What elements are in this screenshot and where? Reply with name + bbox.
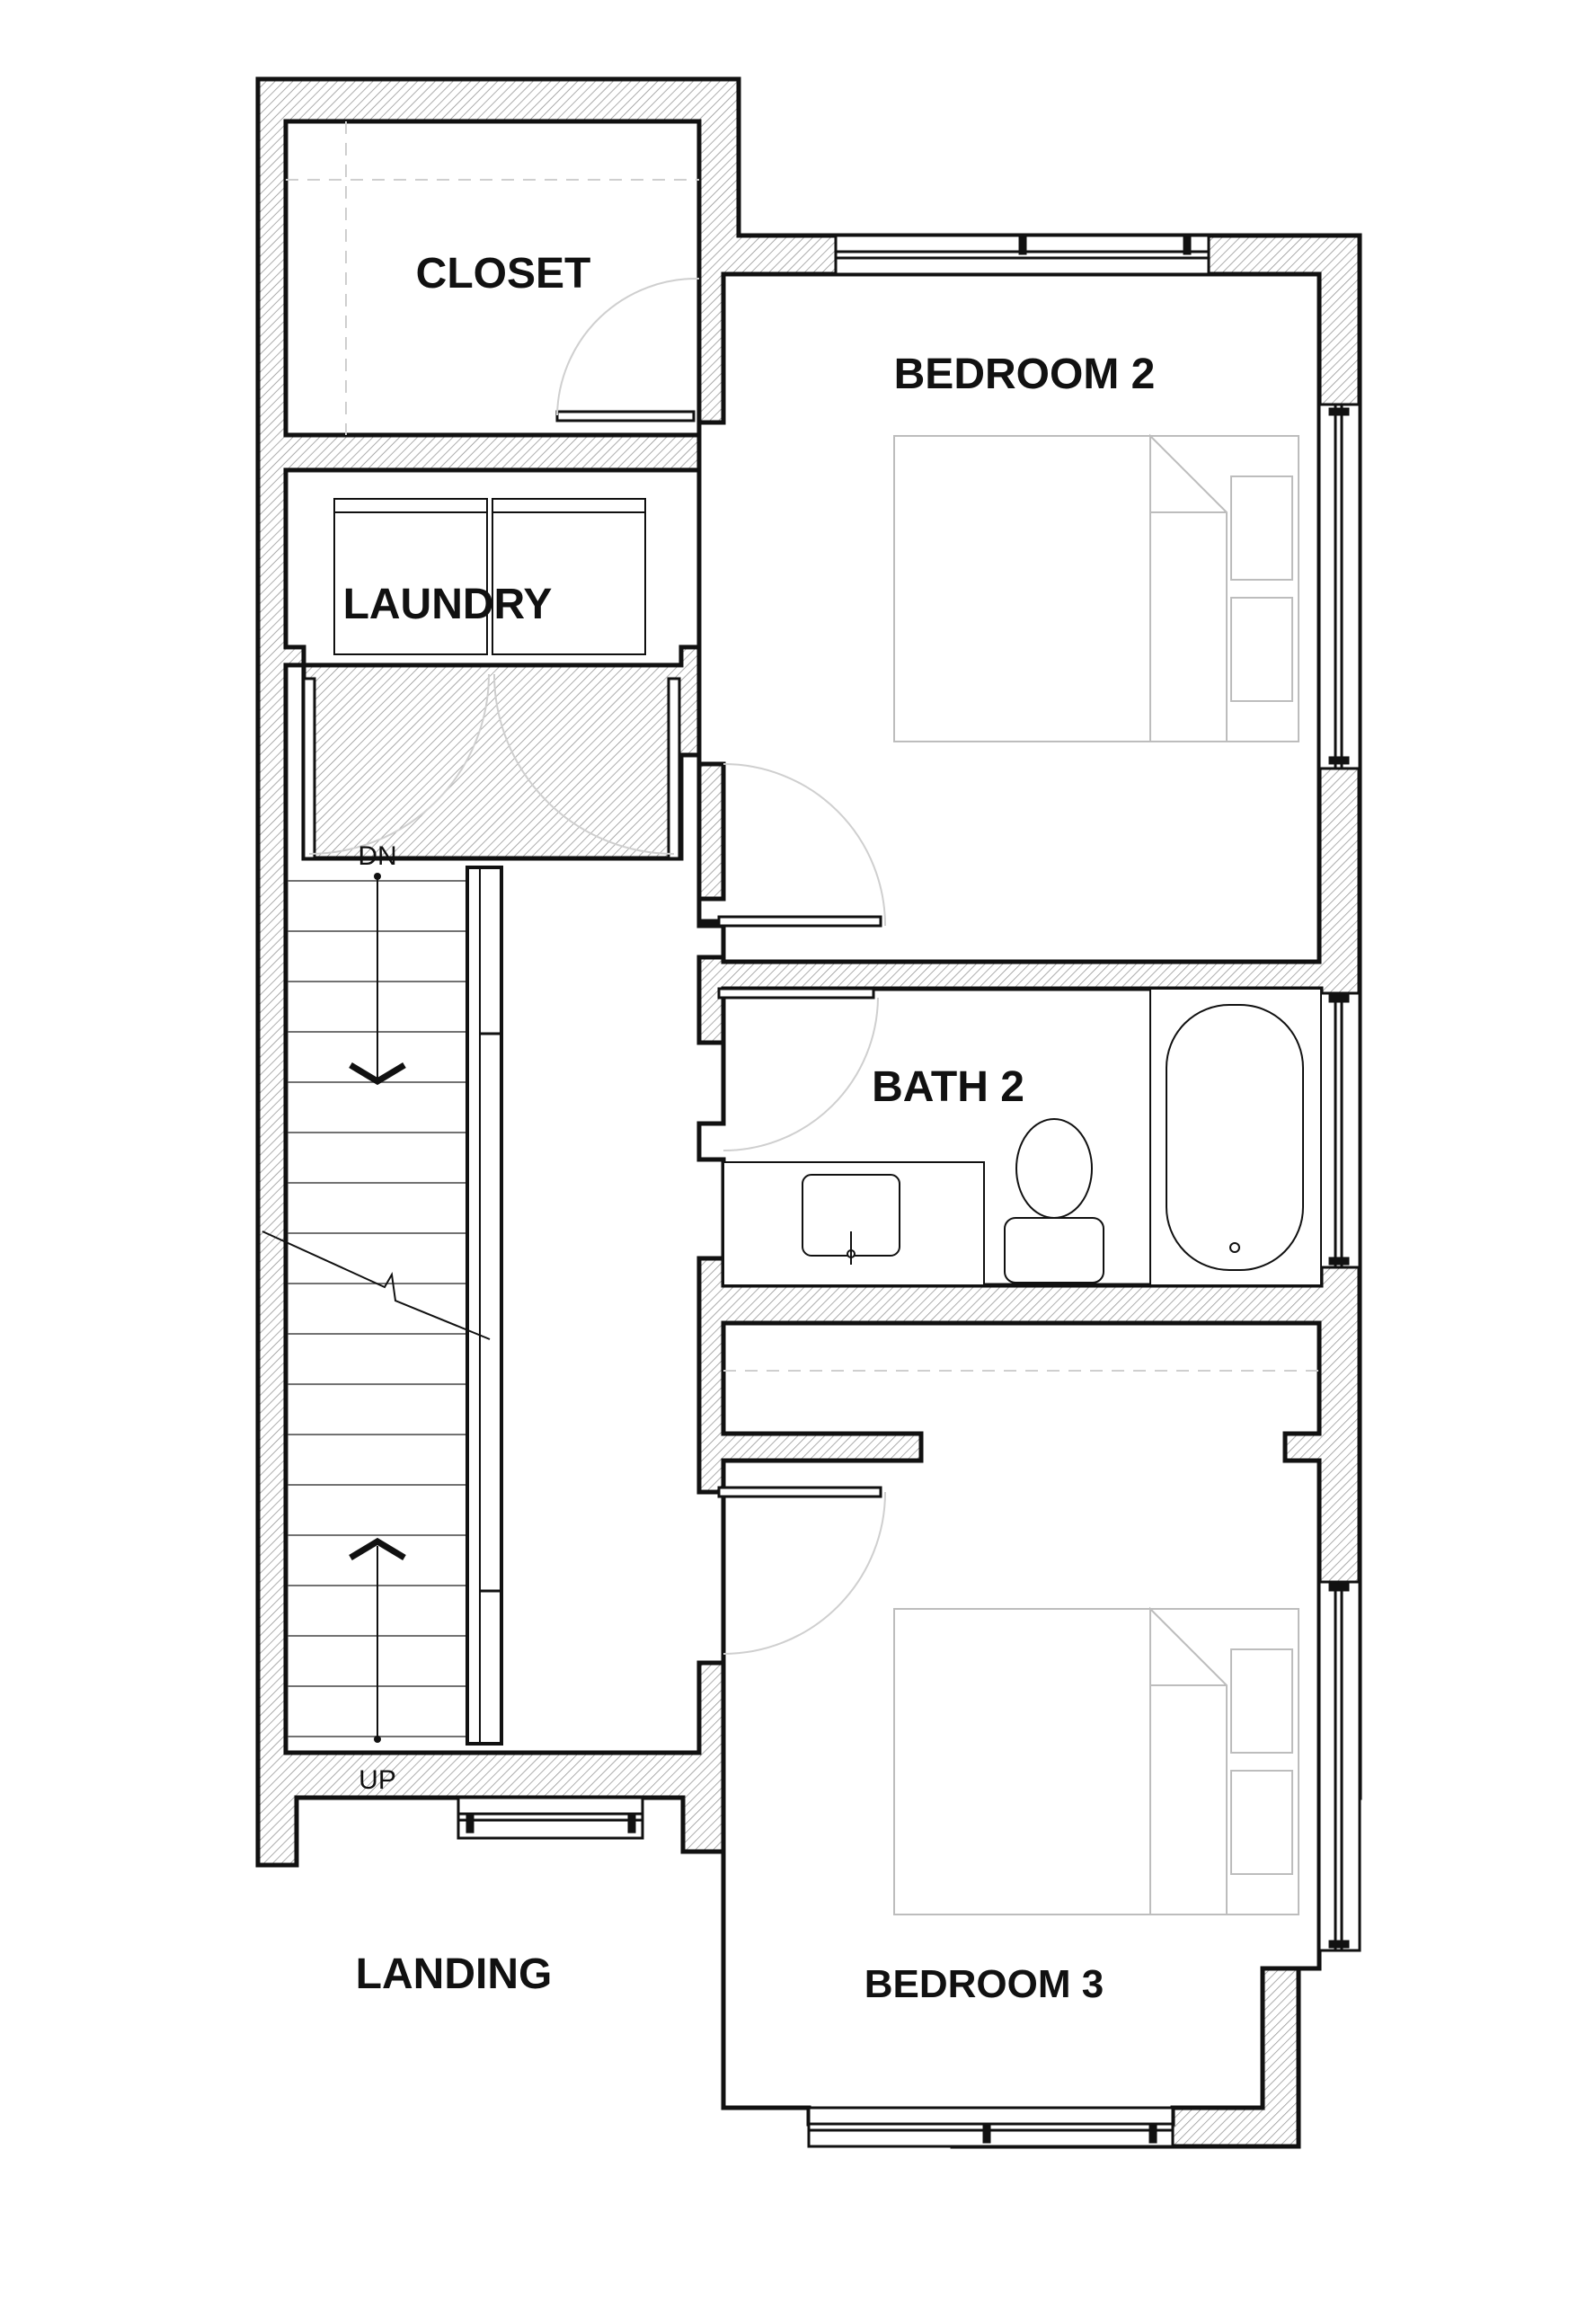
closet-label: CLOSET [416, 250, 591, 298]
window-bedroom-2-east [1317, 403, 1361, 770]
doors [286, 121, 1319, 1655]
window-bedroom-3-east [1317, 1580, 1361, 1952]
bath-2-label: BATH 2 [872, 1063, 1024, 1111]
bed-bedroom-2 [893, 433, 1299, 742]
closet-door-swing [556, 277, 700, 416]
bathtub-basin [1166, 1004, 1304, 1271]
landing-room [283, 662, 726, 1755]
window-bedroom-3-south [807, 2106, 1175, 2148]
laundry-door-left [302, 677, 316, 860]
stair-down-label: DN [358, 841, 396, 871]
bath-fixtures [723, 988, 1322, 1286]
closet-door [555, 410, 696, 422]
laundry-appliances [333, 498, 646, 655]
toilet-bowl-icon [1015, 1118, 1093, 1219]
laundry-door-right [667, 677, 681, 860]
window-bath-2-east [1317, 991, 1361, 1269]
window-bedroom-2-north [834, 234, 1210, 276]
toilet-tank [1004, 1217, 1104, 1284]
bedroom-3-label: BEDROOM 3 [864, 1962, 1104, 2006]
laundry-door-left-swing [308, 673, 490, 855]
stair-up-label: UP [359, 1765, 396, 1795]
bedroom-3-door [717, 1486, 882, 1498]
bedroom-2-door-swing [723, 763, 886, 927]
window-landing-south [457, 1796, 644, 1840]
laundry-label: LAUNDRY [343, 581, 553, 628]
down-arrow-icon [349, 1062, 406, 1086]
bed-bedroom-3 [893, 1606, 1299, 1915]
bath-2-door [717, 987, 875, 999]
bedroom-2-door [717, 915, 882, 928]
laundry-door-right-swing [493, 673, 675, 855]
windows [457, 234, 1361, 2148]
stair-rail [466, 866, 503, 1746]
staircase [262, 866, 503, 1746]
landing-label: LANDING [356, 1950, 553, 1998]
dryer [492, 498, 646, 655]
bath-2-door-swing [723, 997, 879, 1151]
bedroom-2-label: BEDROOM 2 [894, 351, 1156, 398]
up-arrow-icon [349, 1537, 406, 1561]
washer [333, 498, 488, 655]
room-labels: CLOSET BEDROOM 2 LAUNDRY BATH 2 LANDING … [343, 250, 1156, 2006]
bedroom-3-door-swing [723, 1491, 886, 1655]
stair-break-line [262, 1230, 491, 1340]
